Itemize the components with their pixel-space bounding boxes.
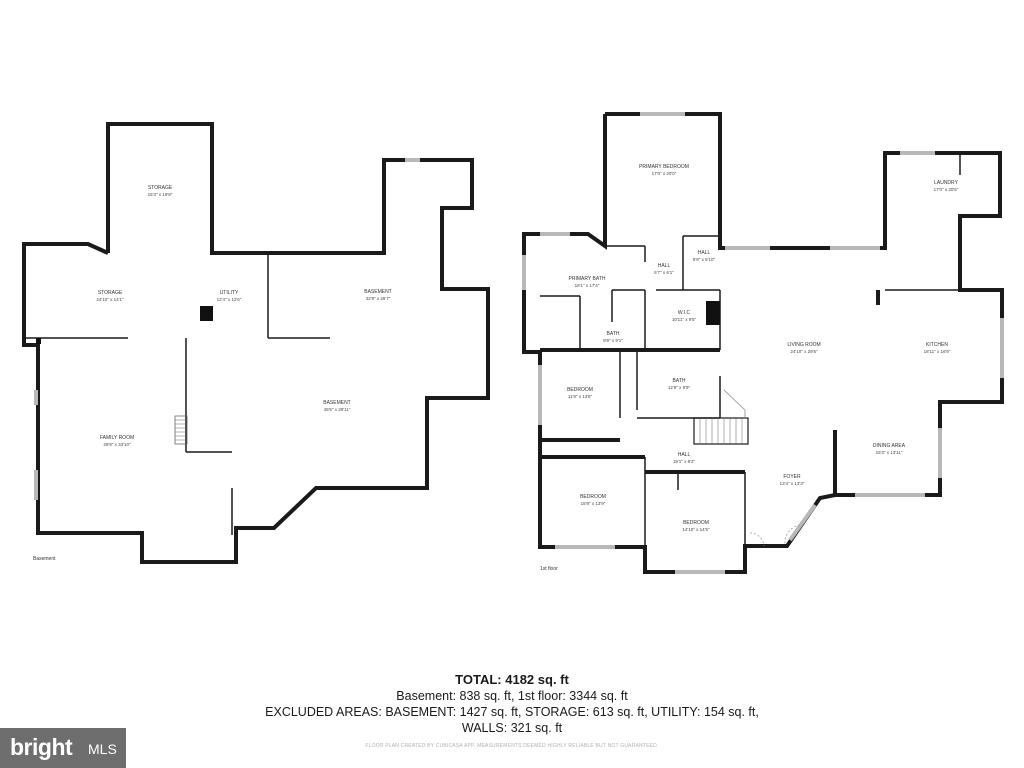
room-dimensions: 24'10" x 29'5" (790, 349, 818, 354)
basement-stairs (174, 415, 188, 445)
room-dimensions: 13'4" x 13'3" (780, 481, 805, 486)
room-name: LAUNDRY (934, 180, 958, 186)
room-name: W.I.C (678, 310, 691, 316)
first-floor-stairs (693, 389, 749, 445)
room-name: PRIMARY BATH (569, 276, 606, 282)
utility-block (200, 306, 213, 321)
room-dimensions: 15'3" x 19'9" (148, 192, 173, 197)
room-name: DINING AREA (873, 443, 906, 449)
room-name: BATH (673, 378, 686, 384)
room-dimensions: 11'9" x 13'6" (568, 394, 593, 399)
room-dimensions: 29'9" x 33'10" (103, 442, 131, 447)
room-dimensions: 5'8" x 5'10" (693, 257, 716, 262)
room-dimensions: 45'5" x 29'11" (324, 407, 351, 412)
logo-brand: bright (10, 734, 73, 760)
room-dimensions: 32'9" x 26'7" (366, 296, 391, 301)
room-name: BATH (607, 331, 620, 337)
basement-plan: STORAGE 15'3" x 19'9" STORAGE 24'10" x 1… (22, 122, 490, 564)
area-summary: TOTAL: 4182 sq. ft Basement: 838 sq. ft,… (250, 672, 774, 736)
room-name: UTILITY (220, 290, 239, 296)
room-dimensions: 10'11" x 9'5" (672, 317, 697, 322)
room-dimensions: 19'1" x 8'2" (673, 459, 696, 464)
room-name: FOYER (783, 474, 801, 480)
room-name: STORAGE (98, 290, 123, 296)
fireplace (706, 301, 720, 325)
window (788, 503, 817, 542)
floor-plan-drawing: STORAGE 15'3" x 19'9" STORAGE 24'10" x 1… (22, 112, 1004, 574)
room-name: LIVING ROOM (787, 342, 820, 348)
first-floor-label: 1st floor (540, 566, 558, 572)
floor-areas: Basement: 838 sq. ft, 1st floor: 3344 sq… (396, 689, 628, 703)
first-floor-plan: PRIMARY BEDROOM 17'0" x 20'0" LAUNDRY 17… (522, 112, 1004, 574)
room-dimensions: 5'7" x 6'1" (654, 270, 674, 275)
room-name: BASEMENT (364, 289, 392, 295)
door-swing (784, 524, 801, 546)
room-dimensions: 24'10" x 14'1" (96, 297, 124, 302)
room-name: STORAGE (148, 185, 173, 191)
room-name: KITCHEN (926, 342, 948, 348)
basement-outer-wall (22, 122, 490, 564)
excluded-areas: EXCLUDED AREAS: BASEMENT: 1427 sq. ft, S… (265, 705, 759, 719)
room-name: HALL (678, 452, 691, 458)
room-dimensions: 17'0" x 20'5" (934, 187, 959, 192)
basement-floor-label: Basement (33, 556, 56, 562)
logo-suffix: MLS (88, 741, 117, 757)
room-dimensions: 14'10" x 14'5" (682, 527, 710, 532)
column (36, 338, 41, 344)
disclaimer-text: FLOOR PLAN CREATED BY CUBICASA APP. MEAS… (365, 743, 659, 749)
room-dimensions: 12'4" x 12'6" (217, 297, 242, 302)
room-name: FAMILY ROOM (100, 435, 134, 441)
room-name: BEDROOM (580, 494, 606, 500)
room-name: BASEMENT (323, 400, 351, 406)
room-dimensions: 9'9" x 9'1" (603, 338, 623, 343)
room-name: HALL (658, 263, 671, 269)
door-swing (749, 532, 765, 547)
room-dimensions: 12'9" x 9'9" (668, 385, 691, 390)
total-area: TOTAL: 4182 sq. ft (455, 672, 569, 687)
room-dimensions: 15'9" x 13'9" (581, 501, 606, 506)
room-name: BEDROOM (683, 520, 709, 526)
room-name: HALL (698, 250, 711, 256)
room-name: BEDROOM (567, 387, 593, 393)
room-dimensions: 15'3" x 13'11" (876, 450, 903, 455)
bright-mls-logo: bright MLS (0, 728, 126, 768)
room-name: PRIMARY BEDROOM (639, 164, 689, 170)
room-dimensions: 18'11" x 16'9" (924, 349, 951, 354)
room-dimensions: 17'0" x 20'0" (652, 171, 677, 176)
walls-area: WALLS: 321 sq. ft (461, 721, 563, 735)
room-dimensions: 18'1" x 17'4" (575, 283, 600, 288)
